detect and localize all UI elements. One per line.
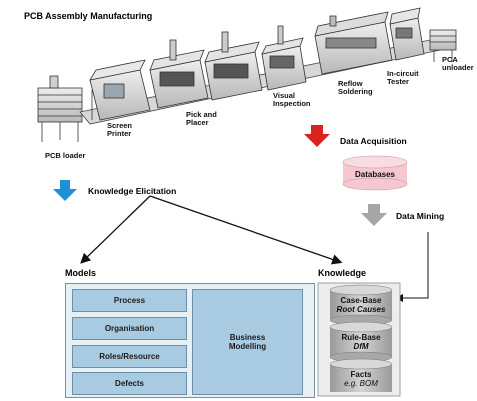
rule-base-title: Rule-Base bbox=[341, 333, 381, 342]
label-visual-inspection-line1: Visual bbox=[273, 91, 295, 100]
visual-inspection-machine bbox=[261, 25, 307, 91]
connector-data-mining bbox=[395, 232, 429, 302]
label-in-circuit-tester: In-circuit Tester bbox=[387, 70, 419, 86]
knowledge-elicitation-arrow bbox=[53, 180, 77, 201]
label-visual-inspection: Visual Inspection bbox=[273, 92, 311, 108]
case-base-title: Case-Base bbox=[340, 296, 382, 305]
facts-cylinder bbox=[329, 358, 393, 392]
business-modelling-box: Business Modelling bbox=[192, 289, 303, 395]
label-data-acquisition: Data Acquisition bbox=[340, 136, 407, 146]
label-reflow-soldering-line2: Soldering bbox=[338, 86, 373, 96]
pick-placer-machine-1 bbox=[149, 39, 209, 109]
label-reflow-soldering-line1: Reflow bbox=[338, 79, 363, 88]
facts-subtitle: e.g. BOM bbox=[344, 379, 378, 389]
label-screen-printer-line1: Screen bbox=[107, 121, 133, 130]
label-pca-unloader-line1: PCA bbox=[442, 55, 458, 64]
facts-title: Facts bbox=[350, 370, 372, 379]
case-base-label: Case-Base Root Causes bbox=[330, 296, 392, 314]
connector-to-models bbox=[80, 195, 151, 264]
label-pcb-loader: PCB loader bbox=[45, 151, 86, 160]
label-pick-placer-line2: Placer bbox=[186, 117, 209, 127]
label-pick-placer-line1: Pick and bbox=[186, 110, 217, 119]
reflow-soldering-machine bbox=[314, 11, 393, 75]
business-modelling-line2: Modelling bbox=[228, 342, 267, 351]
label-reflow-soldering: Reflow Soldering bbox=[338, 80, 373, 96]
rule-base-subtitle: DfM bbox=[353, 342, 369, 352]
models-heading: Models bbox=[65, 268, 97, 278]
page-title: PCB Assembly Manufacturing bbox=[24, 11, 153, 21]
rule-base-label: Rule-Base DfM bbox=[330, 333, 392, 351]
label-screen-printer-line2: Printer bbox=[107, 128, 132, 138]
label-data-mining: Data Mining bbox=[396, 211, 445, 221]
model-box-defects: Defects bbox=[72, 372, 187, 395]
label-pca-unloader-line2: unloader bbox=[442, 62, 474, 72]
label-databases: Databases bbox=[354, 170, 396, 179]
label-in-circuit-tester-line2: Tester bbox=[387, 76, 409, 86]
model-box-organisation: Organisation bbox=[72, 317, 187, 340]
case-base-subtitle: Root Causes bbox=[336, 305, 386, 315]
pcb-loader-machine bbox=[37, 75, 83, 142]
connector-to-knowledge bbox=[149, 195, 343, 265]
label-pick-placer: Pick and Placer bbox=[186, 111, 217, 127]
label-knowledge-elicitation: Knowledge Elicitation bbox=[88, 186, 177, 196]
label-in-circuit-tester-line1: In-circuit bbox=[387, 69, 419, 78]
label-pca-unloader: PCA unloader bbox=[442, 56, 474, 72]
facts-label: Facts e.g. BOM bbox=[330, 370, 392, 388]
screen-printer-machine bbox=[89, 59, 151, 121]
pca-unloader-machine bbox=[429, 29, 457, 62]
data-mining-arrow bbox=[361, 204, 387, 226]
label-visual-inspection-line2: Inspection bbox=[273, 98, 311, 108]
model-box-roles-resource: Roles/Resource bbox=[72, 345, 187, 368]
pick-placer-machine-2 bbox=[204, 31, 263, 101]
model-box-process: Process bbox=[72, 289, 187, 312]
data-acquisition-arrow bbox=[304, 125, 330, 147]
label-screen-printer: Screen Printer bbox=[107, 122, 132, 138]
databases-cylinder bbox=[342, 155, 408, 191]
business-modelling-line1: Business bbox=[229, 333, 266, 342]
in-circuit-tester-machine bbox=[389, 7, 425, 61]
knowledge-heading: Knowledge bbox=[318, 268, 367, 278]
